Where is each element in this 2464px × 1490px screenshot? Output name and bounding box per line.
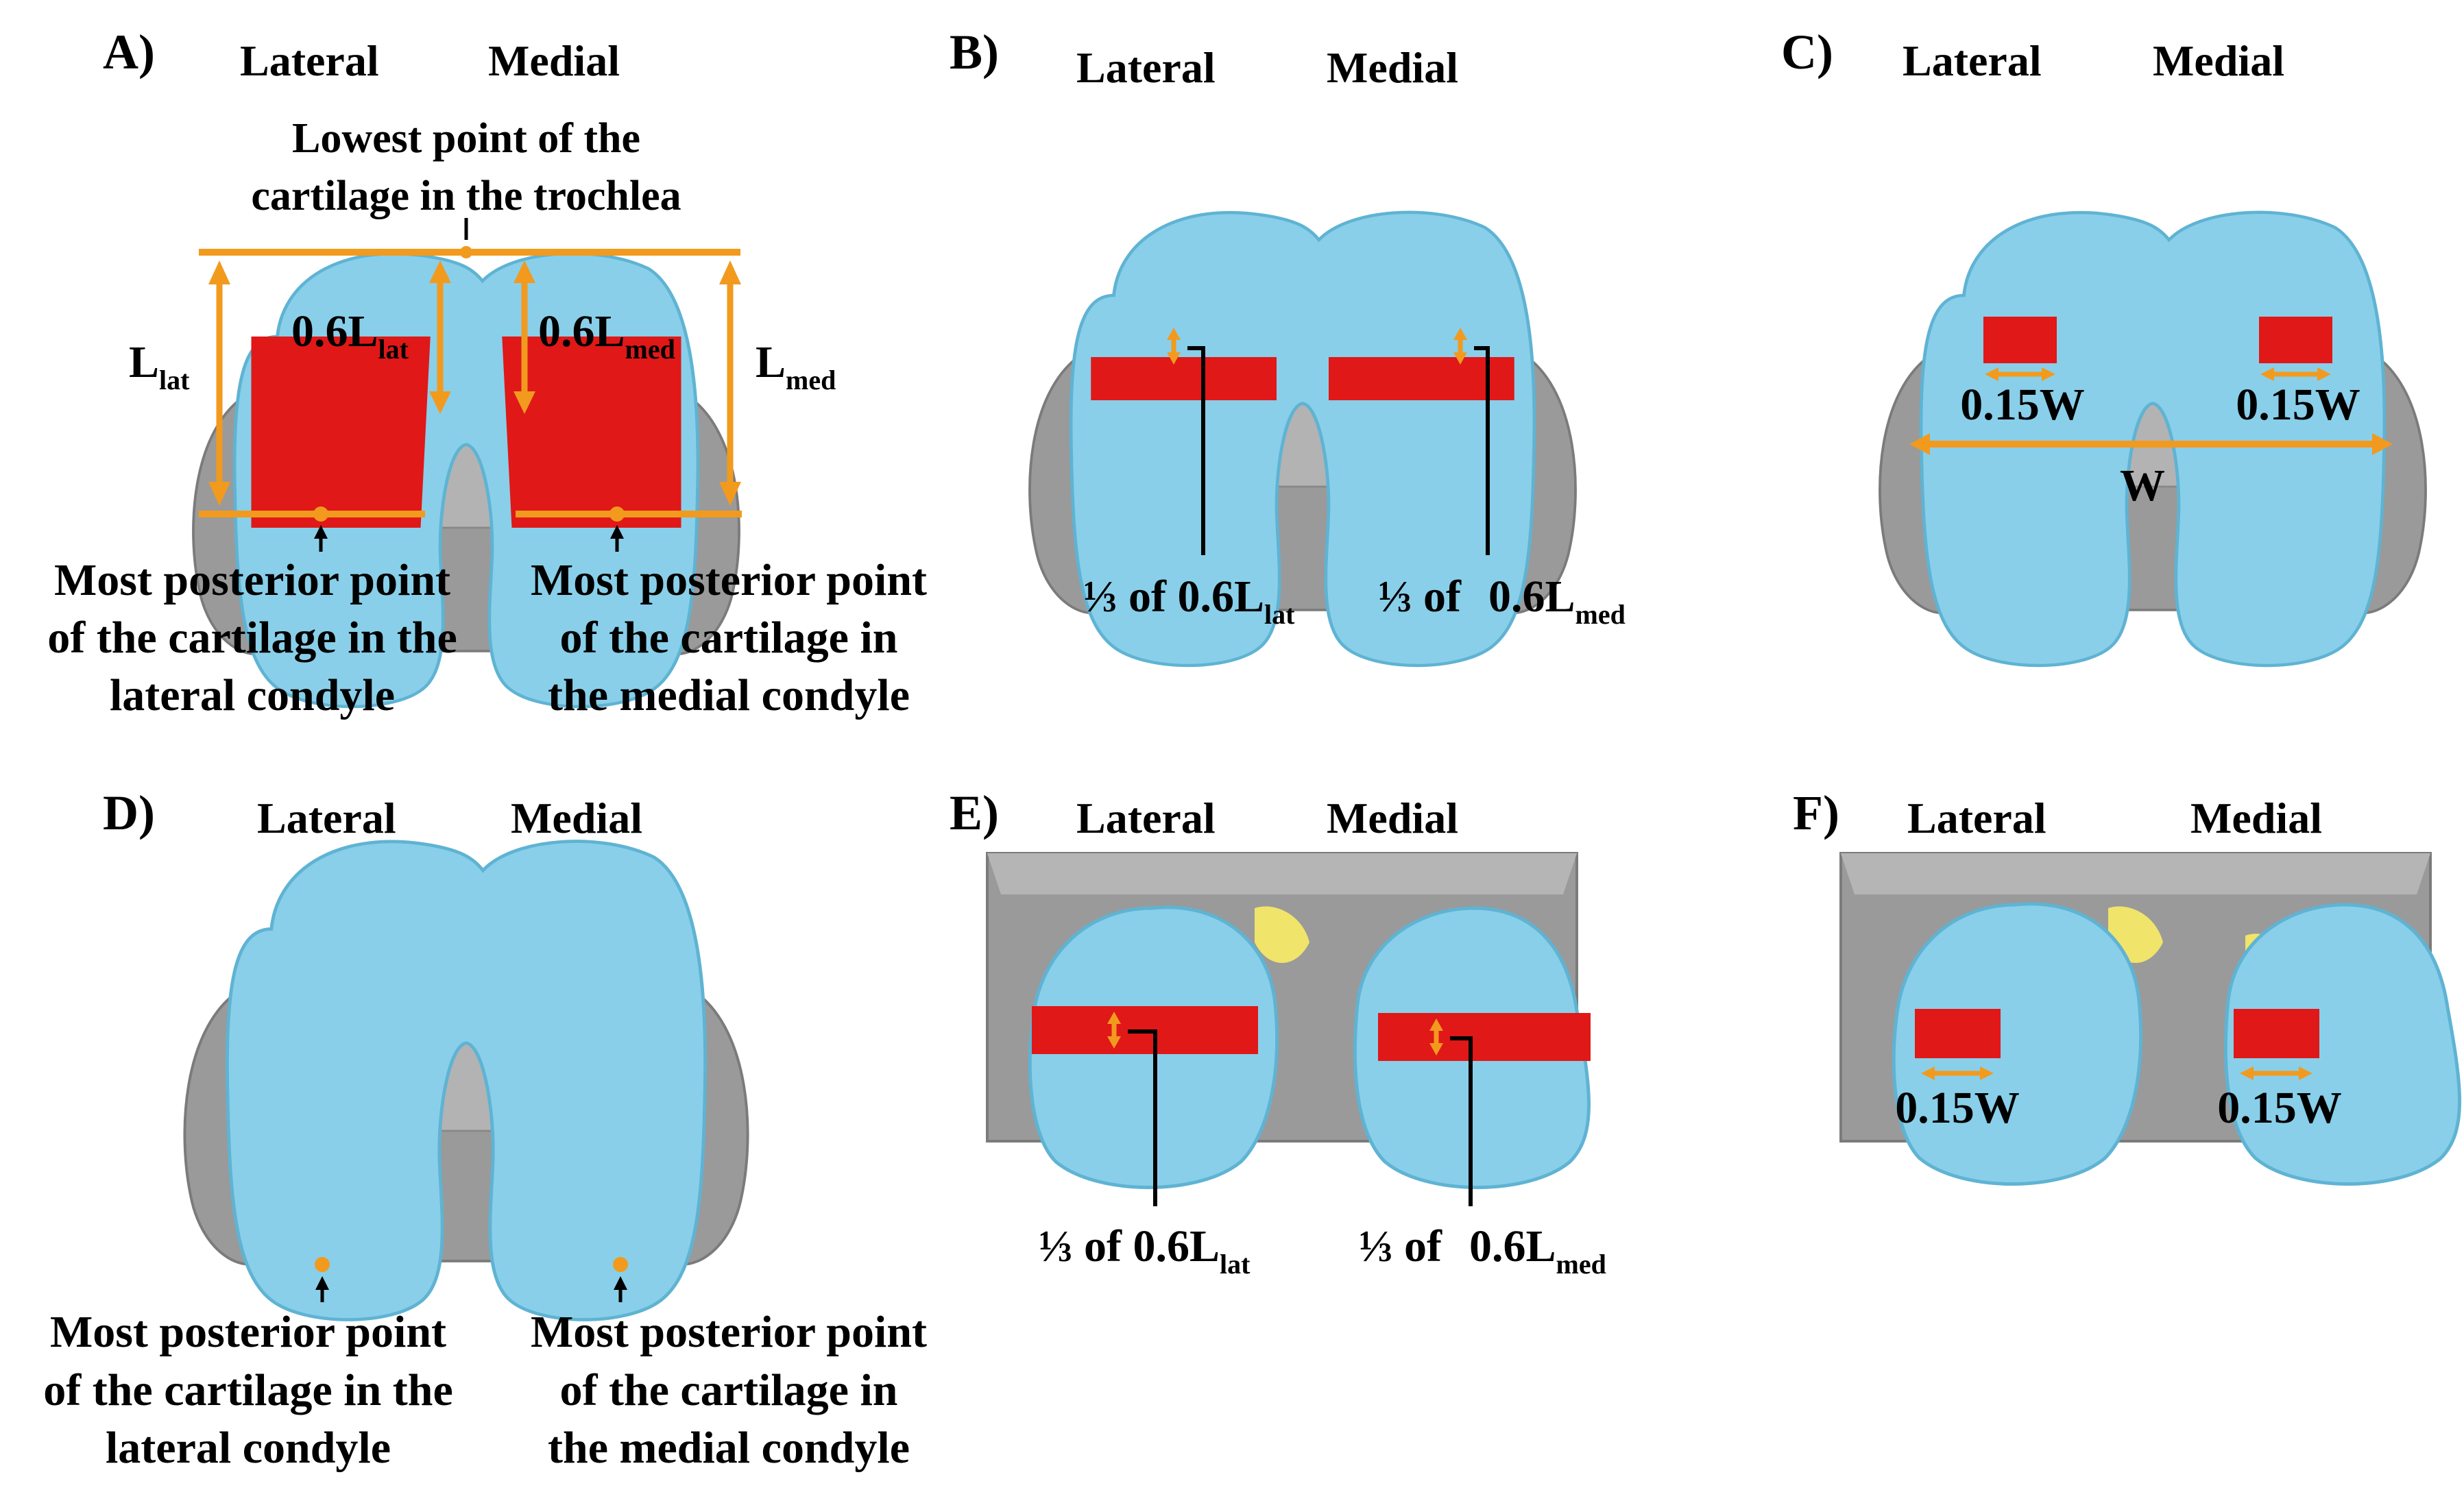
panel-c-letter: C) [1781, 25, 1833, 80]
panel-c-lat-width-label: 0.15W [1960, 380, 2085, 430]
panel-a-lat-caption-1: Most posterior point [54, 555, 450, 605]
panel-c-med-width-arrow [2260, 367, 2331, 381]
panel-c-med-width-label: 0.15W [2236, 380, 2360, 430]
panel-a-med-caption-3: the medial condyle [548, 670, 910, 720]
panel-f-med-region [2234, 1009, 2319, 1058]
panel-a-femur [192, 254, 740, 707]
panel-e-tibia [986, 852, 1591, 1188]
panel-f-letter: F) [1793, 785, 1839, 840]
panel-a-letter: A) [103, 25, 155, 80]
panel-b-med-band [1329, 357, 1514, 400]
panel-a-l-lat-arrow [208, 260, 230, 506]
panel-f-med-width-arrow [2240, 1066, 2312, 1080]
panel-c: C) Lateral Medial 0.15W 0.15W W [1781, 25, 2427, 665]
panel-e-medial-label: Medial [1327, 794, 1458, 842]
panel-d-letter: D) [103, 785, 155, 840]
panel-e-med-thirds-arrow [1429, 1018, 1443, 1055]
panel-d-med-caption-3: the medial condyle [548, 1423, 910, 1473]
panel-f: F) Lateral Medial 0.15W 0.15W [1793, 785, 2460, 1184]
panel-d-med-point [613, 1257, 628, 1272]
panel-a-06-med-label: 0.6Lmed [538, 306, 675, 365]
panel-d-lat-caption-3: lateral condyle [106, 1423, 391, 1473]
panel-a-06-med-arrow [514, 260, 535, 414]
panel-f-med-width-label: 0.15W [2217, 1083, 2342, 1133]
panel-a-l-med-label: Lmed [756, 337, 836, 395]
panel-a-trochlea-line2: cartilage in the trochlea [251, 173, 681, 219]
panel-d-lat-caption-2: of the cartilage in the [43, 1365, 453, 1415]
panel-f-lat-width-arrow [1921, 1066, 1994, 1080]
panel-a-med-region [502, 337, 681, 528]
panel-c-medial-label: Medial [2153, 36, 2284, 85]
panel-a-06-lat-label: 0.6Llat [291, 306, 409, 365]
panel-c-lat-region [1983, 317, 2057, 363]
panel-d-lat-point [315, 1257, 330, 1272]
panel-d-lateral-label: Lateral [257, 794, 396, 842]
panel-a-lat-caption-2: of the cartilage in the [47, 613, 457, 663]
panel-c-lat-width-arrow [1985, 367, 2055, 381]
panel-b-lat-thirds-arrow [1167, 328, 1181, 365]
panel-e-lat-label: ⅓ of 0.6Llat [1039, 1221, 1251, 1280]
panel-f-medial-label: Medial [2190, 794, 2322, 842]
panel-d-lat-caption-1: Most posterior point [50, 1307, 446, 1357]
panel-b-lat-label: ⅓ of 0.6Llat [1083, 572, 1295, 630]
panel-e-letter: E) [950, 785, 999, 840]
panel-b-lateral-label: Lateral [1076, 43, 1216, 92]
panel-d-medial-label: Medial [511, 794, 642, 842]
panel-b-femur [1028, 212, 1577, 665]
panel-b-med-thirds-arrow [1453, 328, 1467, 365]
panel-a-lat-caption-3: lateral condyle [110, 670, 395, 720]
panel-c-total-width-label: W [2120, 461, 2165, 511]
panel-b-letter: B) [950, 25, 999, 80]
panel-a-l-lat-label: Llat [129, 337, 190, 395]
panel-a-lat-region [251, 337, 431, 528]
panel-a-med-caption-1: Most posterior point [531, 555, 927, 605]
panel-b-lat-band [1091, 357, 1277, 400]
panel-d: D) Lateral Medial Most posterior point o… [43, 785, 927, 1473]
panel-b-medial-label: Medial [1327, 43, 1458, 92]
panel-a-med-caption-2: of the cartilage in [559, 613, 897, 663]
panel-c-med-region [2259, 317, 2332, 363]
panel-f-lat-region [1915, 1009, 2001, 1058]
panel-d-med-caption-1: Most posterior point [531, 1307, 927, 1357]
panel-e-med-band [1378, 1013, 1591, 1061]
panel-d-femur [183, 842, 749, 1320]
panel-a-trochlea-line1: Lowest point of the [292, 115, 640, 162]
panel-c-lateral-label: Lateral [1903, 36, 2042, 85]
panel-a-lateral-label: Lateral [240, 36, 379, 85]
panel-e-lat-thirds-arrow [1107, 1012, 1121, 1049]
panel-a-l-med-arrow [719, 260, 741, 506]
panel-f-lateral-label: Lateral [1907, 794, 2046, 842]
panel-f-lat-width-label: 0.15W [1895, 1083, 2020, 1133]
panel-c-total-width-arrow [1909, 433, 2393, 455]
panel-c-femur [1879, 212, 2427, 665]
panel-a: A) Lateral Medial Lowest point of the ca… [47, 25, 927, 720]
panel-d-med-caption-2: of the cartilage in [559, 1365, 897, 1415]
panel-a-06-lat-arrow [429, 260, 451, 414]
panel-e-lateral-label: Lateral [1076, 794, 1216, 842]
panel-a-medial-label: Medial [488, 36, 620, 85]
